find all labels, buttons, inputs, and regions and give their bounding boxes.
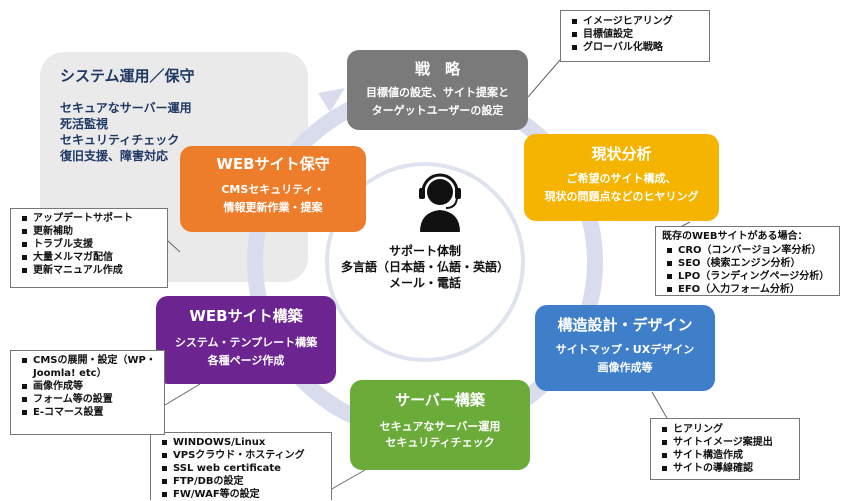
maintenance-title: WEBサイト保守	[216, 155, 330, 173]
server-line: セキュリティチェック	[385, 436, 495, 449]
cycle-arrow-head	[318, 88, 345, 112]
note-item: CRO（コンバージョン率分析）	[667, 244, 833, 257]
note-item: SEO（検索エンジン分析）	[667, 257, 833, 270]
design-title: 構造設計・デザイン	[557, 316, 693, 334]
maintenance-line: 情報更新作業・提案	[223, 201, 323, 214]
note-item: イメージヒアリング	[572, 15, 703, 28]
build-line: 各種ページ作成	[207, 354, 285, 367]
analysis-box: 現状分析 ご希望のサイト構成、 現状の問題点などのヒヤリング	[524, 134, 719, 221]
note-item: アップデートサポート	[22, 212, 161, 225]
note-item: CMSの展開・設定（WP・Joomla! etc）	[22, 354, 158, 380]
strategy-note: イメージヒアリング 目標値設定 グローバル化戦略	[560, 10, 710, 62]
server-line: セキュアなサーバー運用	[379, 420, 501, 433]
system-operation-line: セキュアなサーバー運用	[60, 101, 192, 115]
build-note: CMSの展開・設定（WP・Joomla! etc） 画像作成等 フォーム等の設置…	[10, 350, 165, 435]
note-item: フォーム等の設置	[22, 393, 158, 406]
note-item: FW/WAF等の設定	[162, 488, 325, 501]
support-line: 多言語（日本語・仏語・英語）	[340, 260, 509, 274]
build-title: WEBサイト構築	[189, 307, 303, 325]
note-item: ヒアリング	[662, 423, 793, 436]
strategy-line: 目標値の設定、サイト提案と	[366, 86, 509, 99]
analysis-line: ご希望のサイト構成、	[566, 172, 677, 185]
server-note: WINDOWS/Linux VPSクラウド・ホスティング SSL web cer…	[150, 432, 332, 500]
note-item: サイトの導線確認	[662, 462, 793, 475]
note-item: サイトイメージ案提出	[662, 436, 793, 449]
note-item: 目標値設定	[572, 28, 703, 41]
note-item: グローバル化戦略	[572, 41, 703, 54]
inner-ring	[325, 162, 525, 362]
note-item: WINDOWS/Linux	[162, 436, 325, 449]
server-box: サーバー構築 セキュアなサーバー運用 セキュリティチェック	[350, 380, 530, 470]
build-line: システム・テンプレート構築	[174, 336, 318, 349]
maintenance-note: アップデートサポート 更新補助 トラブル支援 大量メルマガ配信 更新マニュアル作…	[10, 208, 168, 288]
analysis-note: 既存のWEBサイトがある場合： CRO（コンバージョン率分析） SEO（検索エン…	[655, 226, 840, 296]
design-line: 画像作成等	[597, 361, 653, 374]
note-item: SSL web certificate	[162, 462, 325, 475]
note-heading: 既存のWEBサイトがある場合：	[662, 231, 808, 242]
build-box: WEBサイト構築 システム・テンプレート構築 各種ページ作成	[156, 296, 336, 384]
system-operation-line: セキュリティチェック	[60, 133, 180, 147]
note-item: トラブル支援	[22, 238, 161, 251]
maintenance-line: CMSセキュリティ・	[221, 183, 325, 196]
strategy-title: 戦 略	[414, 60, 460, 78]
analysis-title: 現状分析	[591, 145, 652, 163]
support-line: サポート体制	[388, 244, 461, 258]
note-item: VPSクラウド・ホスティング	[162, 449, 325, 462]
design-line: サイトマップ・UXデザイン	[555, 343, 695, 356]
note-item: 大量メルマガ配信	[22, 251, 161, 264]
note-item: E-コマース設置	[22, 406, 158, 419]
note-item: 更新マニュアル作成	[22, 264, 161, 277]
note-item: 画像作成等	[22, 380, 158, 393]
system-operation-text: システム運用／保守 セキュアなサーバー運用 死活監視 セキュリティチェック 復旧…	[60, 66, 300, 164]
system-operation-line: 死活監視	[60, 117, 109, 131]
note-item: LPO（ランディングページ分析）	[667, 270, 833, 283]
system-operation-line: 復旧支援、障害対応	[60, 149, 169, 163]
note-item: FTP/DBの設定	[162, 475, 325, 488]
note-item: EFO（入力フォーム分析）	[667, 283, 833, 296]
design-box: 構造設計・デザイン サイトマップ・UXデザイン 画像作成等	[535, 305, 715, 391]
design-note: ヒアリング サイトイメージ案提出 サイト構造作成 サイトの導線確認	[650, 418, 800, 480]
support-text: サポート体制 多言語（日本語・仏語・英語） メール・電話	[325, 243, 525, 291]
headset-operator-icon	[419, 173, 461, 232]
maintenance-box: WEBサイト保守 CMSセキュリティ・ 情報更新作業・提案	[180, 146, 366, 232]
note-item: 更新補助	[22, 225, 161, 238]
strategy-line: ターゲットユーザーの設定	[371, 104, 504, 117]
note-item: サイト構造作成	[662, 449, 793, 462]
server-title: サーバー構築	[395, 391, 485, 409]
system-operation-title: システム運用／保守	[60, 67, 195, 85]
strategy-box: 戦 略 目標値の設定、サイト提案と ターゲットユーザーの設定	[347, 50, 528, 130]
support-line: メール・電話	[388, 276, 461, 290]
analysis-line: 現状の問題点などのヒヤリング	[544, 190, 699, 203]
